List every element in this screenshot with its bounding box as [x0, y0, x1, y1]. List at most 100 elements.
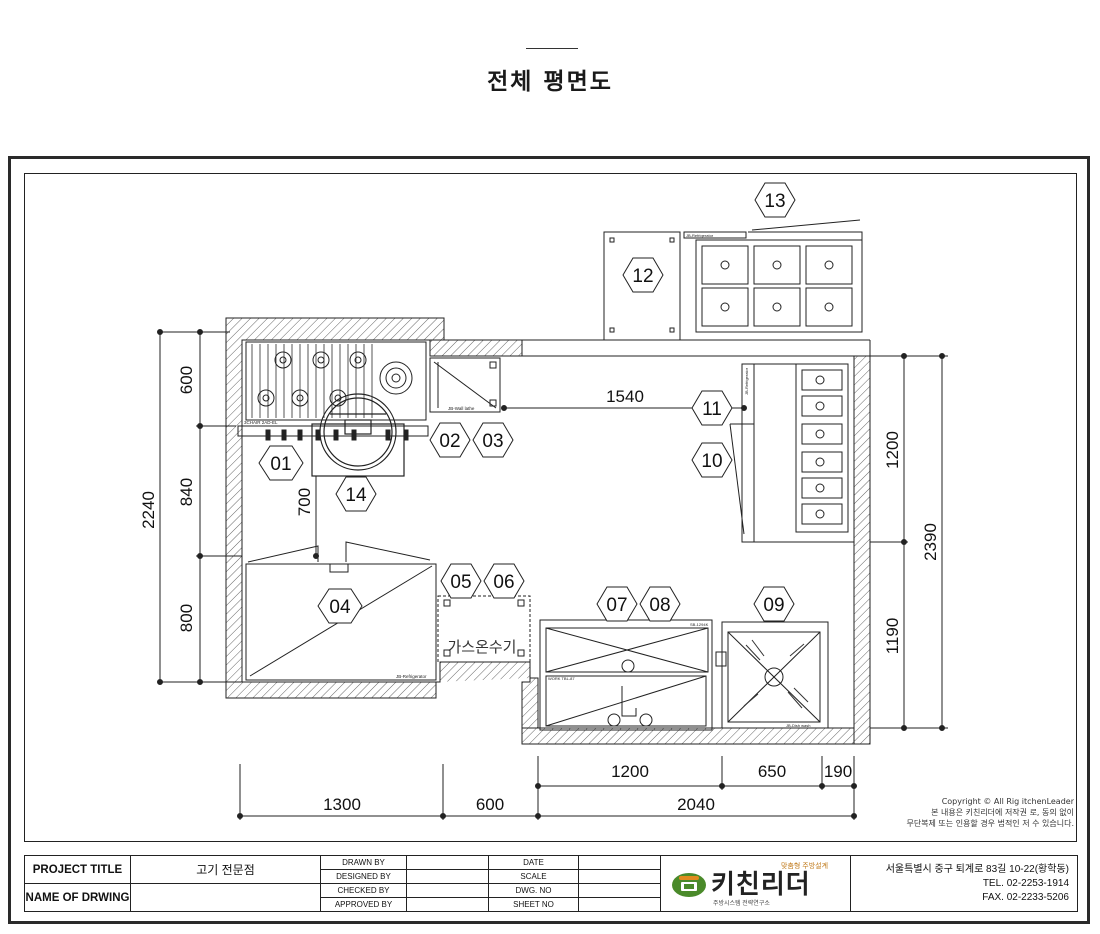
- svg-text:01: 01: [270, 454, 291, 475]
- dishwasher-label: JB-Dish wash: [786, 723, 810, 728]
- dim-bottom-1200: 1200: [611, 762, 649, 781]
- equipment-tags: 01 02 03 04 05 06 07 08 09 10 11 12 13 1…: [258, 182, 796, 624]
- tag-07: 07: [596, 586, 638, 622]
- svg-text:07: 07: [606, 595, 627, 616]
- svg-text:13: 13: [764, 191, 785, 212]
- svg-text:04: 04: [329, 597, 351, 618]
- dim-1540: 1540: [606, 387, 644, 406]
- drawn-by-label: DRAWN BY: [320, 855, 407, 870]
- dim-bottom-2040: 2040: [677, 795, 715, 814]
- checked-by-label: CHECKED BY: [320, 883, 407, 898]
- logo-wordmark: 키친리더: [711, 870, 811, 900]
- wall-stub: [429, 339, 523, 357]
- dim-right-total: 2390: [921, 523, 940, 561]
- tag-04: 04: [317, 588, 363, 624]
- gas-heater-label: 가스온수기: [447, 639, 516, 656]
- designed-by-label: DESIGNED BY: [320, 869, 407, 884]
- svg-text:05: 05: [450, 572, 471, 593]
- logo-mark-icon: [672, 873, 706, 897]
- title-block: PROJECT TITLE 고기 전문점 DRAWN BY DATE 키친리더 …: [24, 855, 1078, 912]
- wall-bottom-left: [225, 681, 437, 699]
- dimension-texts: 600 840 800 2240 700 1540 1200 1190 2390…: [139, 366, 940, 814]
- sink-bottom-label: WORK TBL-87: [548, 676, 575, 681]
- tag-03: 03: [472, 422, 514, 458]
- project-title-label: PROJECT TITLE: [24, 855, 131, 884]
- svg-text:03: 03: [482, 431, 503, 452]
- svg-text:12: 12: [632, 266, 653, 287]
- dim-right-1190: 1190: [883, 618, 902, 655]
- tag-09: 09: [753, 586, 795, 622]
- dwg-no-label: DWG. NO: [488, 883, 579, 898]
- wall-left-lower: [225, 555, 243, 699]
- project-title-value: 고기 전문점: [130, 855, 321, 884]
- wall-outlines: [521, 339, 871, 357]
- logo-subtitle: 주방시스템 전략연구소: [713, 901, 770, 907]
- dim-left-600: 600: [177, 366, 196, 394]
- refrigerator-04-label: JB-Refrigerator: [396, 674, 427, 679]
- dim-bottom-600: 600: [476, 795, 504, 814]
- dim-left-800: 800: [177, 604, 196, 632]
- scale-label: SCALE: [488, 869, 579, 884]
- company-tel: TEL. 02-2253-1914: [982, 877, 1069, 889]
- kettle-14: [311, 393, 405, 477]
- dimension-lines: [157, 329, 948, 820]
- sheet-no-label: SHEET NO: [488, 897, 579, 912]
- drawing-frame-inner: [24, 173, 1077, 842]
- dim-left-840: 840: [177, 478, 196, 506]
- dim-bottom-190: 190: [824, 762, 852, 781]
- scale-value: [578, 869, 661, 884]
- date-value: [578, 855, 661, 870]
- dim-bottom-1300: 1300: [323, 795, 361, 814]
- svg-text:11: 11: [702, 399, 722, 420]
- sink-top-label: SB-1294K: [690, 622, 709, 627]
- svg-text:06: 06: [493, 572, 514, 593]
- sheet-no-value: [578, 897, 661, 912]
- page-title: 전체 평면도: [487, 69, 613, 95]
- dim-bottom-650: 650: [758, 762, 786, 781]
- approved-by-value: [406, 897, 489, 912]
- tag-10: 10: [691, 442, 733, 478]
- tag-08: 08: [639, 586, 681, 622]
- refrigerator-12-13: JB-Refrigerator: [603, 219, 863, 341]
- copyright-line-3: 무단복제 또는 인용할 경우 법적인 저 수 있습니다.: [906, 819, 1074, 828]
- approved-by-label: APPROVED BY: [320, 897, 407, 912]
- tag-14: 14: [335, 476, 377, 512]
- company-logo: 키친리더 맞춤형 주방설계 주방시스템 전략연구소: [671, 858, 841, 910]
- dwg-no-value: [578, 883, 661, 898]
- refrigerator-11-label: JB-Refrigerator: [744, 367, 749, 395]
- drawing-name-value: [130, 883, 321, 912]
- svg-text:02: 02: [439, 431, 460, 452]
- drawn-by-value: [406, 855, 489, 870]
- tag-06: 06: [483, 563, 525, 599]
- wall-right: [853, 355, 871, 745]
- wall-lathe: JB-Wall lathe: [429, 357, 501, 413]
- refrigerator-10-11: JB-Refrigerator: [729, 363, 854, 543]
- sink-07-08: SB-1294K WORK TBL-87: [539, 619, 727, 731]
- drawing-frame-outer: [8, 156, 1090, 924]
- svg-text:10: 10: [701, 451, 722, 472]
- refrigerator-12-label: JB-Refrigerator: [686, 233, 714, 238]
- company-address: 서울특별시 중구 퇴계로 83길 10-22(황학동): [885, 863, 1069, 875]
- drawing-name-label: NAME OF DRWING: [24, 883, 131, 912]
- tag-01: 01: [258, 445, 304, 481]
- copyright-notice: Copyright © All Rig itchenLeader 본 내용은 키…: [834, 796, 1074, 829]
- dim-left-total: 2240: [139, 491, 158, 529]
- logo-cell: 키친리더 맞춤형 주방설계 주방시스템 전략연구소: [660, 855, 851, 912]
- designed-by-value: [406, 869, 489, 884]
- svg-text:14: 14: [345, 485, 367, 506]
- tag-05: 05: [440, 563, 482, 599]
- checked-by-value: [406, 883, 489, 898]
- copyright-line-1: Copyright © All Rig itchenLeader: [941, 797, 1074, 806]
- header-rule: [526, 48, 578, 49]
- tag-12: 12: [622, 257, 664, 293]
- svg-text:08: 08: [649, 595, 670, 616]
- range-label: 3CHAIR 2AD-EL: [244, 420, 278, 425]
- tag-02: 02: [429, 422, 471, 458]
- company-address-block: 서울특별시 중구 퇴계로 83길 10-22(황학동) TEL. 02-2253…: [850, 855, 1078, 912]
- wall-lathe-label: JB-Wall lathe: [448, 406, 475, 411]
- tag-11: 11: [691, 390, 733, 426]
- svg-text:09: 09: [763, 595, 784, 616]
- company-fax: FAX. 02-2233-5206: [982, 891, 1069, 903]
- range-equipment: 3CHAIR 2AD-EL: [237, 341, 429, 441]
